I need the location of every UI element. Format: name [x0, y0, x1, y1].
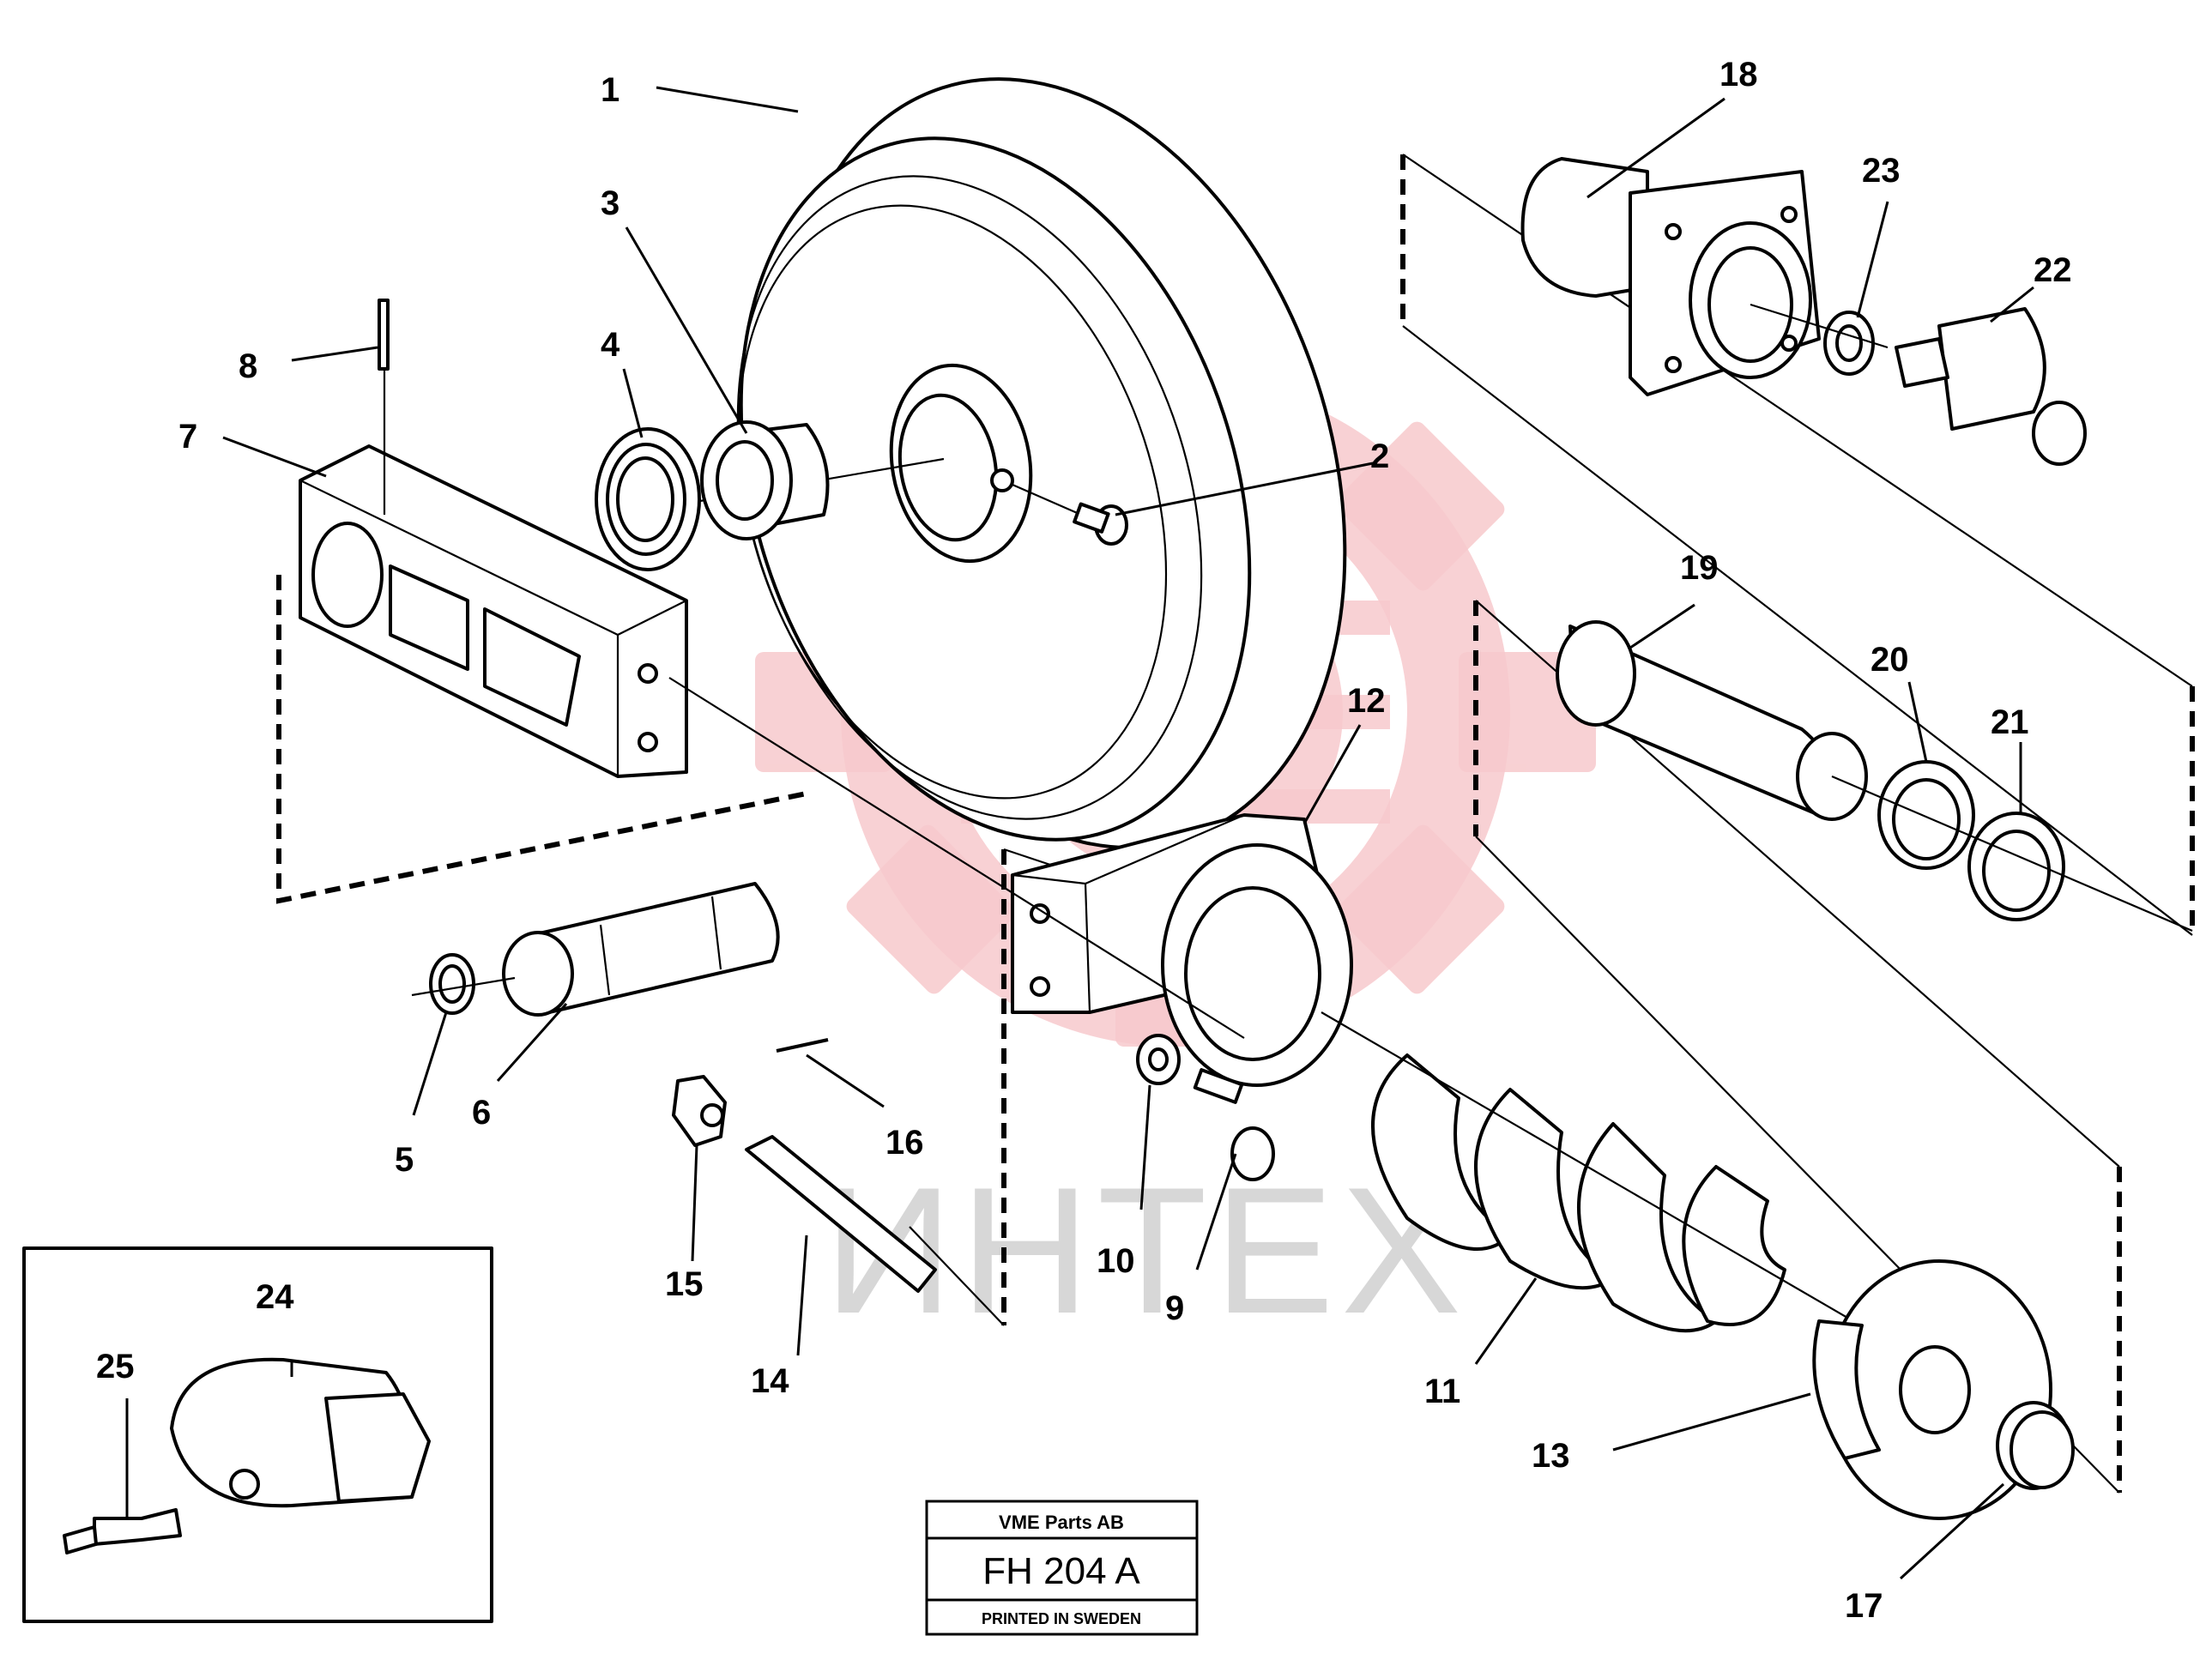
callout-21: 21 [1991, 703, 2029, 741]
washer-5 [429, 953, 475, 1015]
watermark-text: ИНТЕХ [824, 1150, 1468, 1351]
housing-18 [1520, 157, 1821, 396]
callout-14: 14 [751, 1362, 789, 1400]
title-block: VME Parts AB FH 204 A PRINTED IN SWEDEN [925, 1500, 1199, 1636]
pin-16 [776, 1038, 829, 1053]
callout-9: 9 [1165, 1289, 1184, 1327]
bracket-7 [299, 444, 688, 778]
screw-2 [1012, 483, 1128, 546]
spring-11 [1321, 1011, 1854, 1333]
dashed-frames [276, 154, 2195, 1493]
title-block-drawing-number: FH 204 A [982, 1550, 1140, 1592]
callout-15: 15 [665, 1265, 704, 1303]
callout-5: 5 [395, 1141, 414, 1179]
cylinder-19 [1556, 620, 1868, 821]
callout-2: 2 [1370, 438, 1389, 475]
callout-19: 19 [1680, 549, 1719, 587]
callout-24: 24 [256, 1278, 294, 1316]
callout-4: 4 [601, 326, 620, 364]
seal-4 [595, 427, 701, 571]
bolt-9 [1193, 1068, 1275, 1181]
callout-6: 6 [472, 1094, 491, 1132]
callout-13: 13 [1532, 1437, 1570, 1475]
title-block-printed: PRINTED IN SWEDEN [982, 1610, 1141, 1627]
washer-10 [1136, 1034, 1181, 1085]
spring-plate-13 [1812, 1259, 2052, 1520]
callout-25: 25 [96, 1348, 135, 1385]
callout-1: 1 [601, 71, 619, 109]
callout-18: 18 [1719, 56, 1758, 94]
callout-12: 12 [1347, 682, 1386, 720]
nut-15 [672, 1075, 727, 1147]
ring-20 [1877, 760, 1975, 870]
callout-10: 10 [1097, 1242, 1135, 1280]
washer-23 [1823, 311, 1875, 376]
shaft-6 [411, 882, 780, 1017]
rod-14 [745, 1135, 937, 1293]
callout-16: 16 [885, 1124, 924, 1162]
callout-labels: 1 2 3 4 5 6 7 8 9 10 11 12 13 14 15 16 1… [96, 56, 2072, 1625]
yoke-12 [668, 677, 1353, 1087]
callout-3: 3 [601, 184, 619, 222]
pin-8 [378, 299, 390, 515]
adjuster-22 [1750, 303, 2087, 466]
leader-lines [125, 86, 2034, 1580]
ring-21 [1831, 775, 2193, 933]
callout-23: 23 [1862, 152, 1901, 190]
callout-11: 11 [1424, 1373, 1460, 1410]
idler-wheel [736, 77, 1347, 849]
callout-20: 20 [1871, 641, 1909, 679]
bushing-3 [700, 420, 830, 540]
callout-22: 22 [2034, 251, 2072, 289]
cap-17 [1996, 1401, 2075, 1490]
callout-7: 7 [178, 418, 197, 456]
callout-8: 8 [239, 347, 257, 385]
detail-inset [22, 1246, 493, 1623]
title-block-company: VME Parts AB [999, 1512, 1124, 1533]
callout-17: 17 [1845, 1587, 1883, 1625]
